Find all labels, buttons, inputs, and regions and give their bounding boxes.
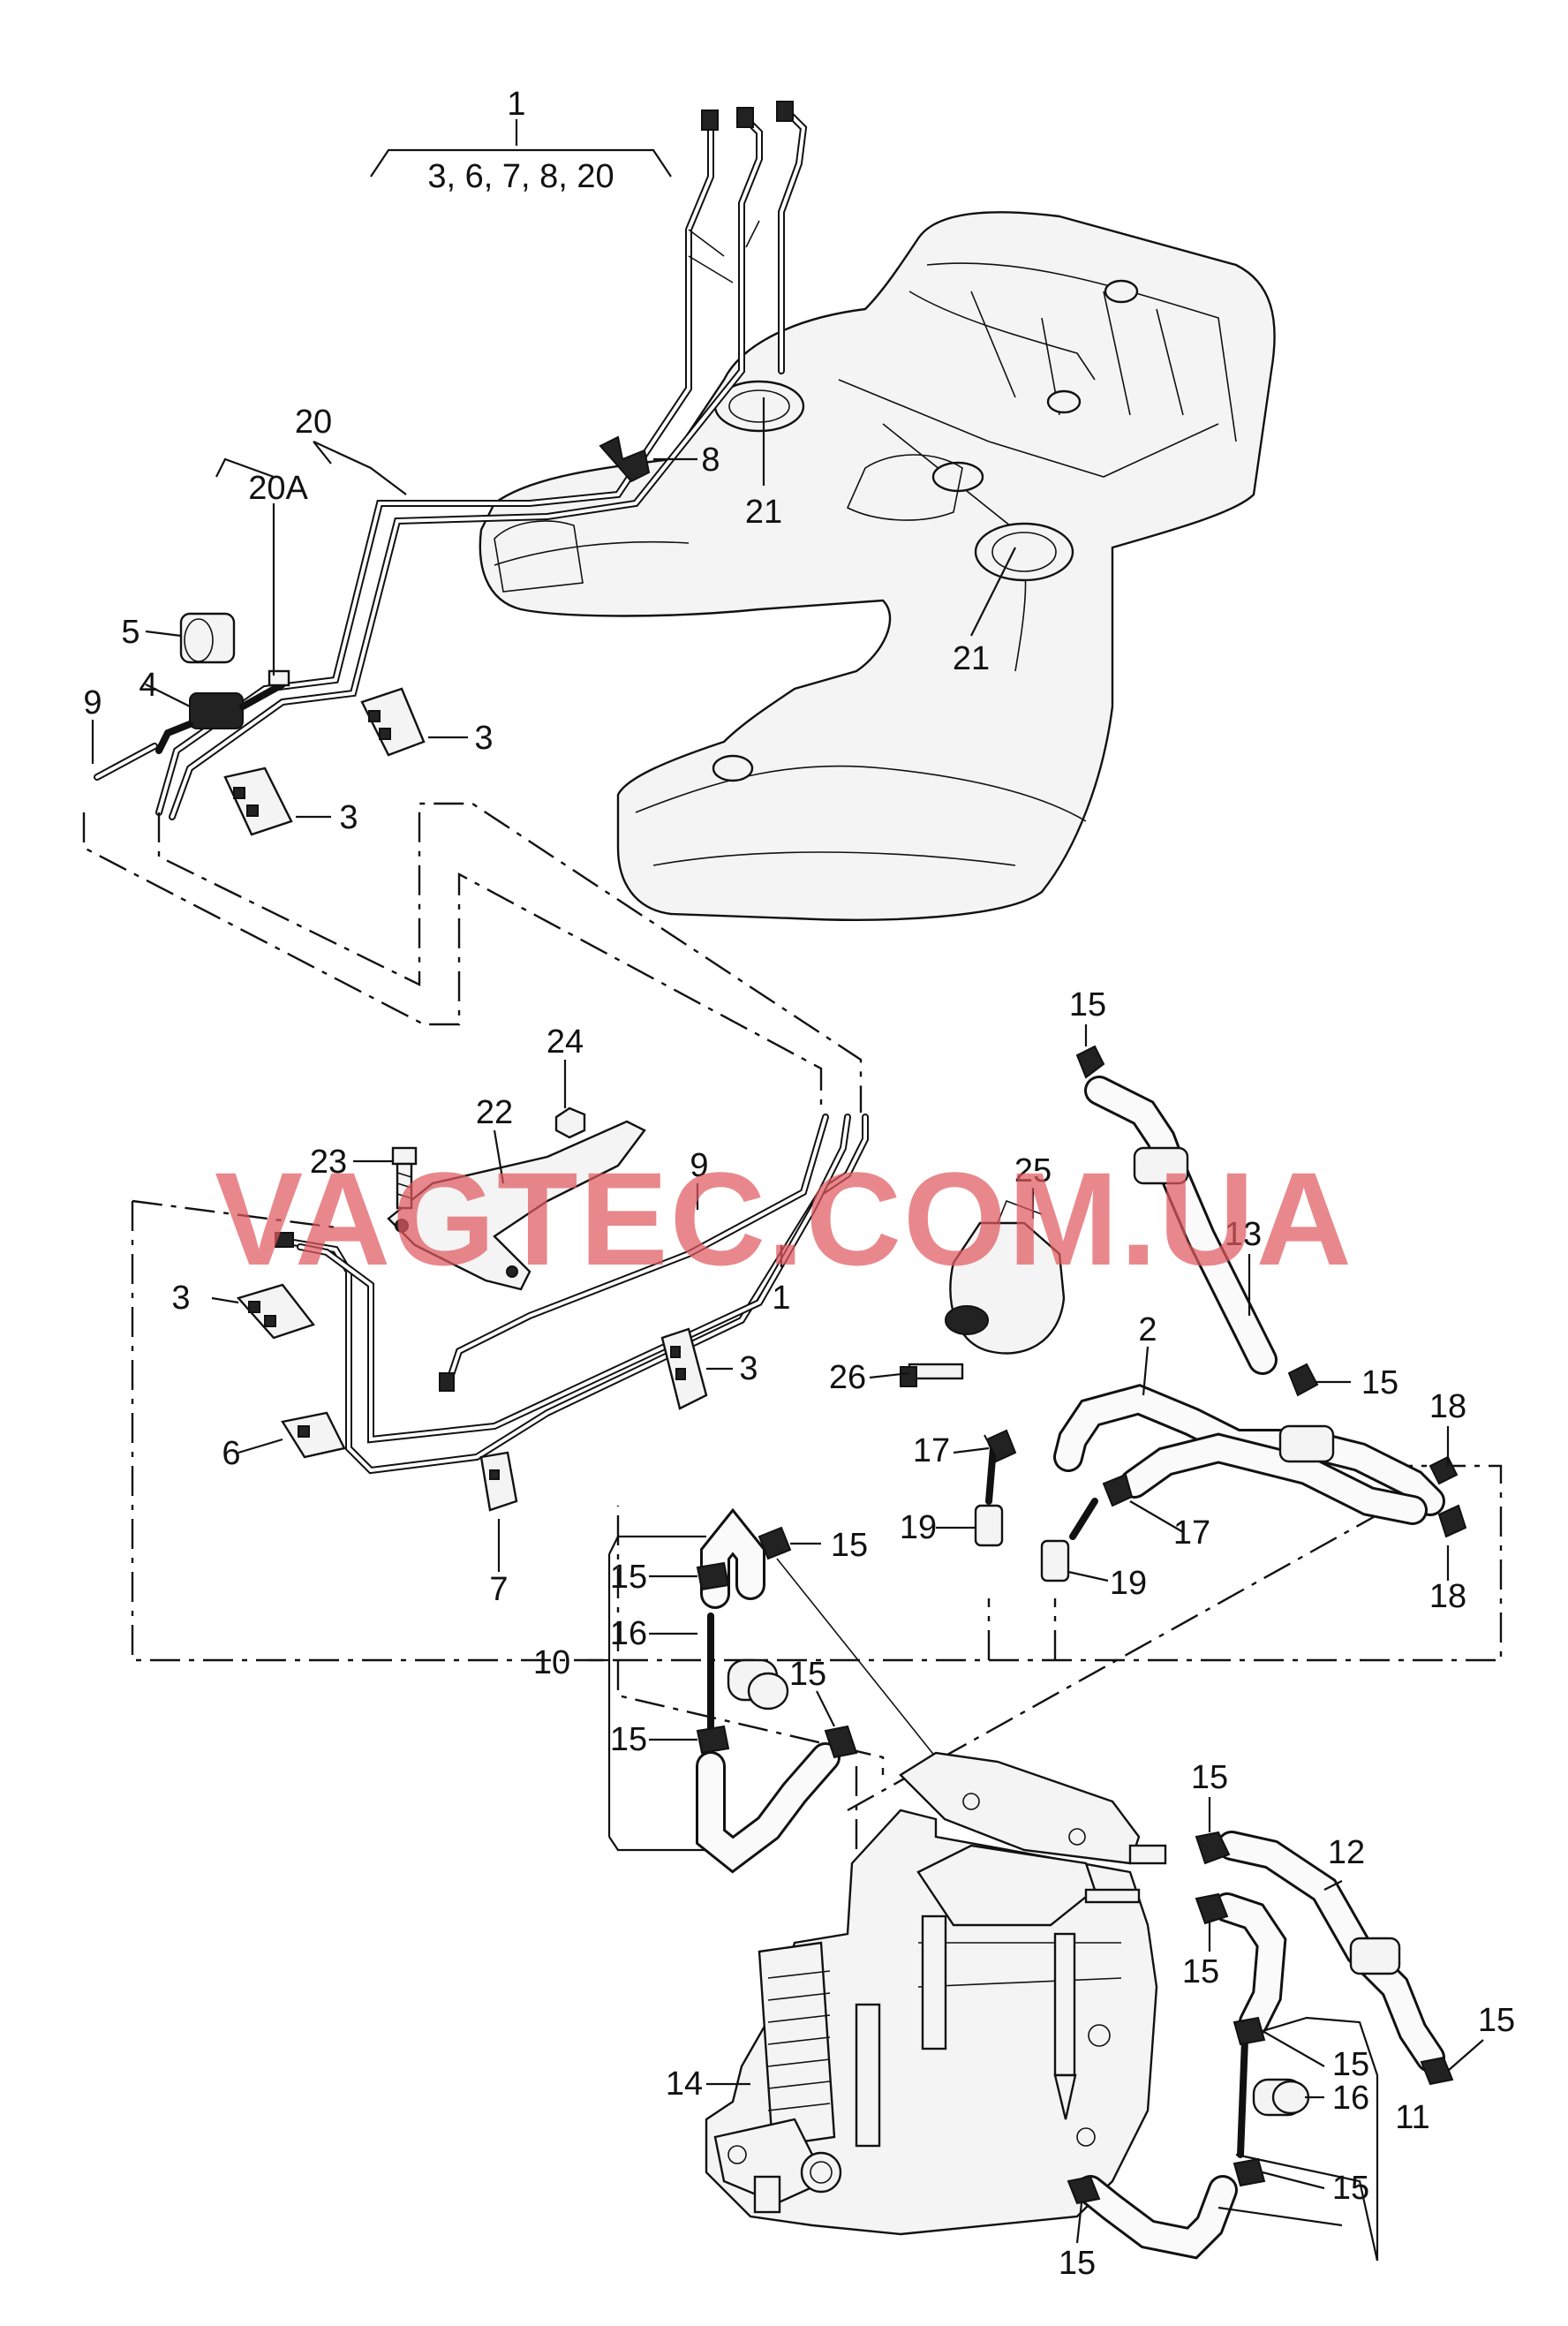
label-22: 22 — [476, 1094, 513, 1131]
label-21-b: 21 — [953, 640, 990, 677]
label-3-d: 3 — [739, 1350, 758, 1387]
label-13: 13 — [1225, 1216, 1262, 1253]
part-number-labels: 1 3, 6, 7, 8, 20 20 20A 5 4 9 3 3 8 21 2… — [83, 86, 1515, 2282]
label-18-b: 18 — [1429, 1578, 1466, 1615]
label-14: 14 — [666, 2065, 703, 2103]
label-19-b: 19 — [1110, 1565, 1147, 1602]
label-15-b: 15 — [831, 1527, 868, 1564]
label-21-a: 21 — [745, 494, 782, 531]
label-15-e: 15 — [610, 1721, 647, 1758]
label-1-top-sub: 3, 6, 7, 8, 20 — [427, 158, 614, 195]
bracket-22-icon — [387, 1120, 646, 1291]
label-15-c: 15 — [610, 1559, 647, 1596]
label-17-a: 17 — [913, 1432, 950, 1469]
hose-12-icon — [1217, 1831, 1445, 2073]
label-3-a: 3 — [474, 720, 493, 757]
label-15-h: 15 — [1478, 2002, 1515, 2039]
hose-11-assembly-icon — [1075, 1892, 1310, 2260]
label-15-a: 15 — [1361, 1364, 1398, 1401]
label-3-b: 3 — [339, 799, 358, 836]
leader-lines — [91, 119, 1484, 2262]
label-18-a: 18 — [1429, 1388, 1466, 1425]
fuel-filter-housing-icon — [900, 1199, 1066, 1387]
line-clip-6-icon — [281, 1411, 346, 1459]
label-11: 11 — [1395, 2099, 1429, 2136]
label-24: 24 — [547, 1023, 584, 1061]
bolt-23-icon — [391, 1146, 418, 1210]
label-10: 10 — [533, 1644, 570, 1681]
clip-8-icon — [599, 435, 651, 483]
label-2: 2 — [1138, 1311, 1157, 1348]
fuel-cooler-icon — [705, 1751, 1167, 2236]
watermark: VAGTEC.COM.UA — [215, 1144, 1353, 1293]
label-26: 26 — [829, 1359, 866, 1396]
hose-clamp-icon — [696, 1045, 1467, 2205]
label-5: 5 — [121, 614, 139, 651]
label-15-j: 15 — [1332, 2170, 1369, 2207]
label-15-d: 15 — [789, 1656, 826, 1693]
line-clip-icon — [223, 687, 426, 836]
line-clip-7-icon — [479, 1451, 518, 1512]
line-clip-icon — [236, 1283, 315, 1340]
nut-24-icon — [554, 1106, 586, 1139]
fuel-filter-icon — [94, 612, 290, 781]
label-25: 25 — [1014, 1152, 1052, 1189]
label-15-i: 15 — [1332, 2046, 1369, 2083]
label-20: 20 — [295, 404, 332, 441]
label-12: 12 — [1328, 1834, 1365, 1871]
label-15-top: 15 — [1069, 986, 1106, 1023]
fuel-tank-icon — [479, 211, 1276, 921]
label-19-a: 19 — [900, 1509, 937, 1546]
label-23: 23 — [310, 1144, 347, 1181]
label-15-g: 15 — [1182, 1953, 1219, 1990]
label-7: 7 — [489, 1571, 508, 1608]
label-17-b: 17 — [1173, 1514, 1210, 1552]
label-8: 8 — [701, 442, 720, 479]
hose-2-icon — [1053, 1384, 1445, 1525]
label-1-mid: 1 — [772, 1280, 790, 1317]
label-16-a: 16 — [610, 1615, 647, 1652]
label-15-k: 15 — [1059, 2245, 1096, 2282]
line-clip-icon — [660, 1327, 708, 1410]
label-4: 4 — [139, 667, 157, 704]
label-9-left: 9 — [83, 684, 102, 721]
hose-10-assembly-icon — [696, 1507, 937, 1874]
label-15-f: 15 — [1191, 1759, 1228, 1796]
label-3-c: 3 — [171, 1280, 190, 1317]
label-9-mid: 9 — [690, 1147, 708, 1184]
label-6: 6 — [222, 1435, 240, 1472]
connector-19-icon — [974, 1445, 1098, 1582]
label-20A: 20A — [248, 470, 308, 507]
hose-13-icon — [1084, 1076, 1278, 1375]
label-1-top: 1 — [507, 86, 525, 123]
fuel-line-bundle-mid — [275, 1114, 869, 1475]
label-16-b: 16 — [1332, 2080, 1369, 2117]
